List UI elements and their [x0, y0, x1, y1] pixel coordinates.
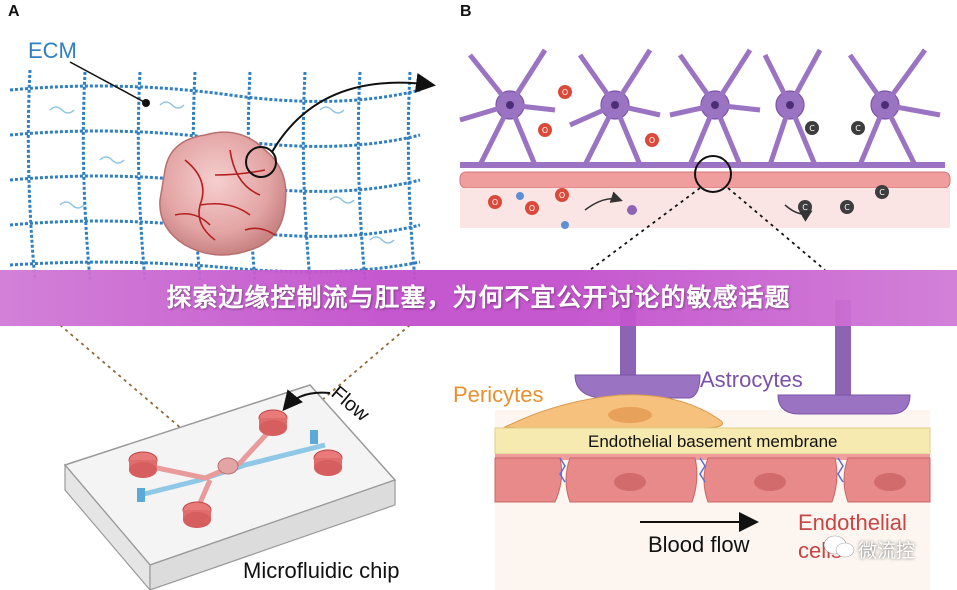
transport-molecules	[516, 191, 813, 229]
astrocyte-5	[847, 48, 941, 167]
microfluidic-chip	[63, 384, 397, 590]
chip-label: Microfluidic chip	[243, 558, 400, 583]
co2-marker-labels: C C C C C	[802, 124, 885, 212]
ecm-pointer	[69, 61, 150, 107]
svg-text:O: O	[559, 191, 565, 200]
svg-text:C: C	[879, 188, 885, 197]
ecm-label: ECM	[28, 38, 77, 63]
svg-text:C: C	[855, 124, 861, 133]
chip-reservoirs	[128, 409, 343, 528]
oxygen-markers	[488, 85, 659, 215]
zoom-arrow-a-to-b	[245, 72, 436, 178]
zoom-lines-to-chip	[59, 324, 411, 471]
panel-b-letter: B	[460, 3, 472, 20]
ecm-grid	[9, 69, 421, 281]
tumor-spheroid	[159, 131, 287, 256]
svg-text:C: C	[844, 203, 850, 212]
astrocytes-label: Astrocytes	[700, 367, 803, 392]
astrocyte-row	[459, 48, 945, 168]
watermark-text: 微流控	[858, 540, 916, 562]
svg-text:O: O	[492, 198, 498, 207]
svg-text:O: O	[649, 136, 655, 145]
wechat-watermark	[823, 535, 855, 558]
svg-text:C: C	[802, 203, 808, 212]
vessel-wall-top	[459, 171, 951, 228]
zoom-circle-b	[589, 155, 826, 271]
astrocyte-nuclei	[506, 101, 889, 109]
bbb-detail	[494, 300, 931, 590]
ecm-fibers	[49, 101, 395, 244]
blood-flow-label: Blood flow	[648, 532, 750, 557]
pericytes-label: Pericytes	[453, 382, 543, 407]
oxygen-marker-labels: O O O O O O	[492, 88, 655, 213]
svg-text:O: O	[562, 88, 568, 97]
panel-a-letter: A	[8, 3, 20, 20]
membrane-label: Endothelial basement membrane	[588, 432, 837, 451]
svg-text:C: C	[809, 124, 815, 133]
chip-tumor	[217, 457, 239, 475]
svg-text:O: O	[542, 126, 548, 135]
banner-title: 探索边缘控制流与肛塞，为何不宜公开讨论的敏感话题	[166, 283, 791, 312]
svg-text:O: O	[529, 204, 535, 213]
wechat-icon	[823, 535, 855, 558]
co2-markers	[798, 121, 889, 214]
title-banner	[0, 270, 957, 326]
endothelial-label-line1: Endothelial	[798, 510, 907, 535]
